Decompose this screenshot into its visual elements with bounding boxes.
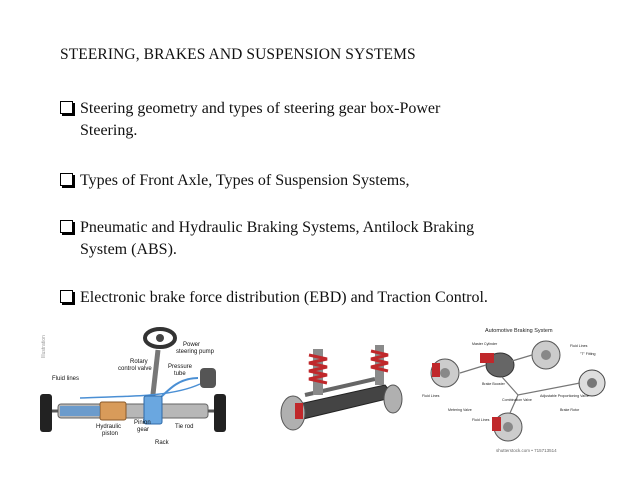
braking-system-diagram: Automotive Braking System Master Cylinde… bbox=[422, 328, 606, 453]
bullet-text: Pneumatic and Hydraulic Braking Systems,… bbox=[80, 219, 475, 236]
wheel-icon bbox=[214, 394, 226, 432]
master-cylinder-icon bbox=[480, 353, 494, 363]
bullet-item: Electronic brake force distribution (EBD… bbox=[60, 287, 620, 309]
svg-text:Tie rod: Tie rod bbox=[175, 424, 193, 430]
slide-title: STEERING, BRAKES AND SUSPENSION SYSTEMS bbox=[60, 46, 416, 63]
bullet-text: Types of Front Axle, Types of Suspension… bbox=[80, 172, 410, 189]
brake-rotor-icon bbox=[383, 384, 403, 414]
bullet-text: Electronic brake force distribution (EBD… bbox=[80, 289, 488, 306]
wheel-icon bbox=[40, 394, 52, 432]
image-credit: shutterstock.com • 715713514 bbox=[496, 448, 557, 453]
svg-text:Fluid lines: Fluid lines bbox=[52, 376, 79, 382]
bullet-item: Types of Front Axle, Types of Suspension… bbox=[60, 170, 620, 192]
checkbox-bullet-icon bbox=[60, 290, 73, 303]
checkbox-bullet-icon bbox=[60, 101, 73, 114]
coil-spring-icon bbox=[370, 345, 389, 385]
svg-text:Master Cylinder Brake Bo: Master Cylinder Brake Booster Fluid Line… bbox=[422, 342, 596, 422]
bullet-text-cont: System (ABS). bbox=[80, 241, 177, 258]
brake-diagram-title: Automotive Braking System bbox=[485, 328, 553, 334]
steering-wheel-icon bbox=[143, 327, 177, 349]
pump-icon bbox=[200, 368, 216, 388]
bullet-item: Steering geometry and types of steering … bbox=[60, 98, 620, 142]
suspension-image bbox=[280, 345, 403, 431]
bullet-text-cont: Steering. bbox=[80, 122, 138, 139]
watermark-text: Illustration bbox=[41, 335, 47, 358]
checkbox-bullet-icon bbox=[60, 173, 73, 186]
bullet-text: Steering geometry and types of steering … bbox=[80, 100, 441, 117]
checkbox-bullet-icon bbox=[60, 220, 73, 233]
bullet-item: Pneumatic and Hydraulic Braking Systems,… bbox=[60, 217, 620, 261]
coil-spring-icon bbox=[308, 349, 328, 395]
svg-text:Rack: Rack bbox=[155, 440, 170, 446]
